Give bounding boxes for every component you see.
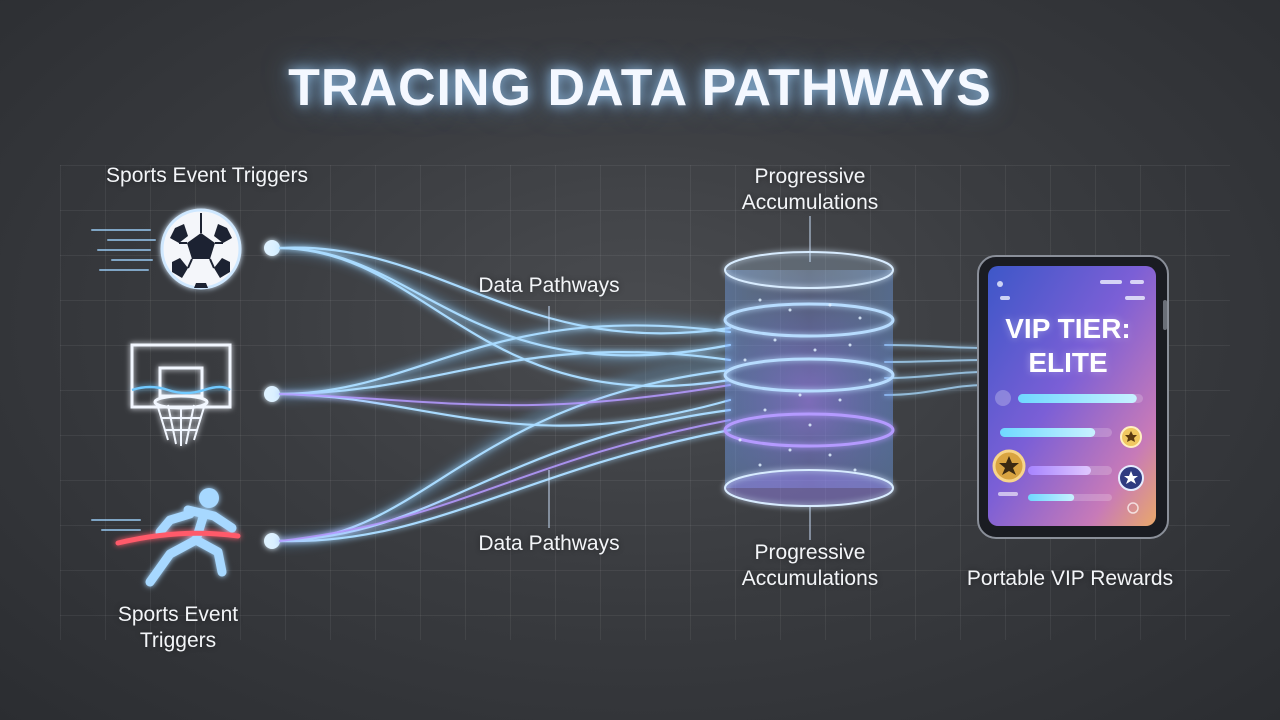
source-node-middle <box>264 386 280 402</box>
star-badge-icon <box>992 449 1026 483</box>
soccer-ball-icon <box>160 208 242 290</box>
progress-fill-0 <box>1018 394 1137 403</box>
progress-fill-2 <box>1028 466 1091 475</box>
label-sports-event-triggers-top: Sports Event Triggers <box>106 164 308 187</box>
label-portable-vip-rewards: Portable VIP Rewards <box>966 567 1174 590</box>
vip-tier-line2: ELITE <box>1028 347 1108 378</box>
page-title: TRACING DATA PATHWAYS <box>288 59 992 117</box>
source-node-top <box>264 240 280 256</box>
data-pathways <box>277 245 986 544</box>
star-medal-small-icon <box>1120 426 1142 448</box>
progress-fill-3 <box>1028 494 1075 501</box>
basketball-hoop-icon <box>130 343 232 446</box>
source-node-bottom <box>264 533 280 549</box>
label-accum-top-line1: Progressive <box>754 165 866 188</box>
star-ring-icon <box>1118 465 1144 491</box>
motion-lines <box>91 229 156 531</box>
label-accum-bottom-line2: Accumulations <box>741 567 879 590</box>
progress-fill-1 <box>1000 428 1096 437</box>
runner-icon <box>115 488 241 587</box>
leader-lines <box>548 216 811 540</box>
label-data-pathways-top: Data Pathways <box>478 274 620 297</box>
label-progressive-accumulations-bottom: Progressive Accumulations <box>710 540 910 592</box>
tablet-progress-bars <box>995 390 1143 514</box>
database-cylinder-icon <box>723 251 895 507</box>
label-data-pathways-bottom: Data Pathways <box>478 532 620 555</box>
label-triggers-bottom-line2: Triggers <box>139 629 217 652</box>
tablet-icon <box>977 255 1169 539</box>
label-accum-bottom-line1: Progressive <box>754 541 866 564</box>
label-sports-event-triggers-bottom: Sports Event Triggers <box>88 602 268 654</box>
label-triggers-bottom-line1: Sports Event <box>117 603 239 626</box>
label-progressive-accumulations-top: Progressive Accumulations <box>710 164 910 216</box>
vip-tier-text: VIP TIER: ELITE <box>1003 312 1133 380</box>
vip-tier-line1: VIP TIER: <box>1005 313 1131 344</box>
label-accum-top-line2: Accumulations <box>741 191 879 214</box>
